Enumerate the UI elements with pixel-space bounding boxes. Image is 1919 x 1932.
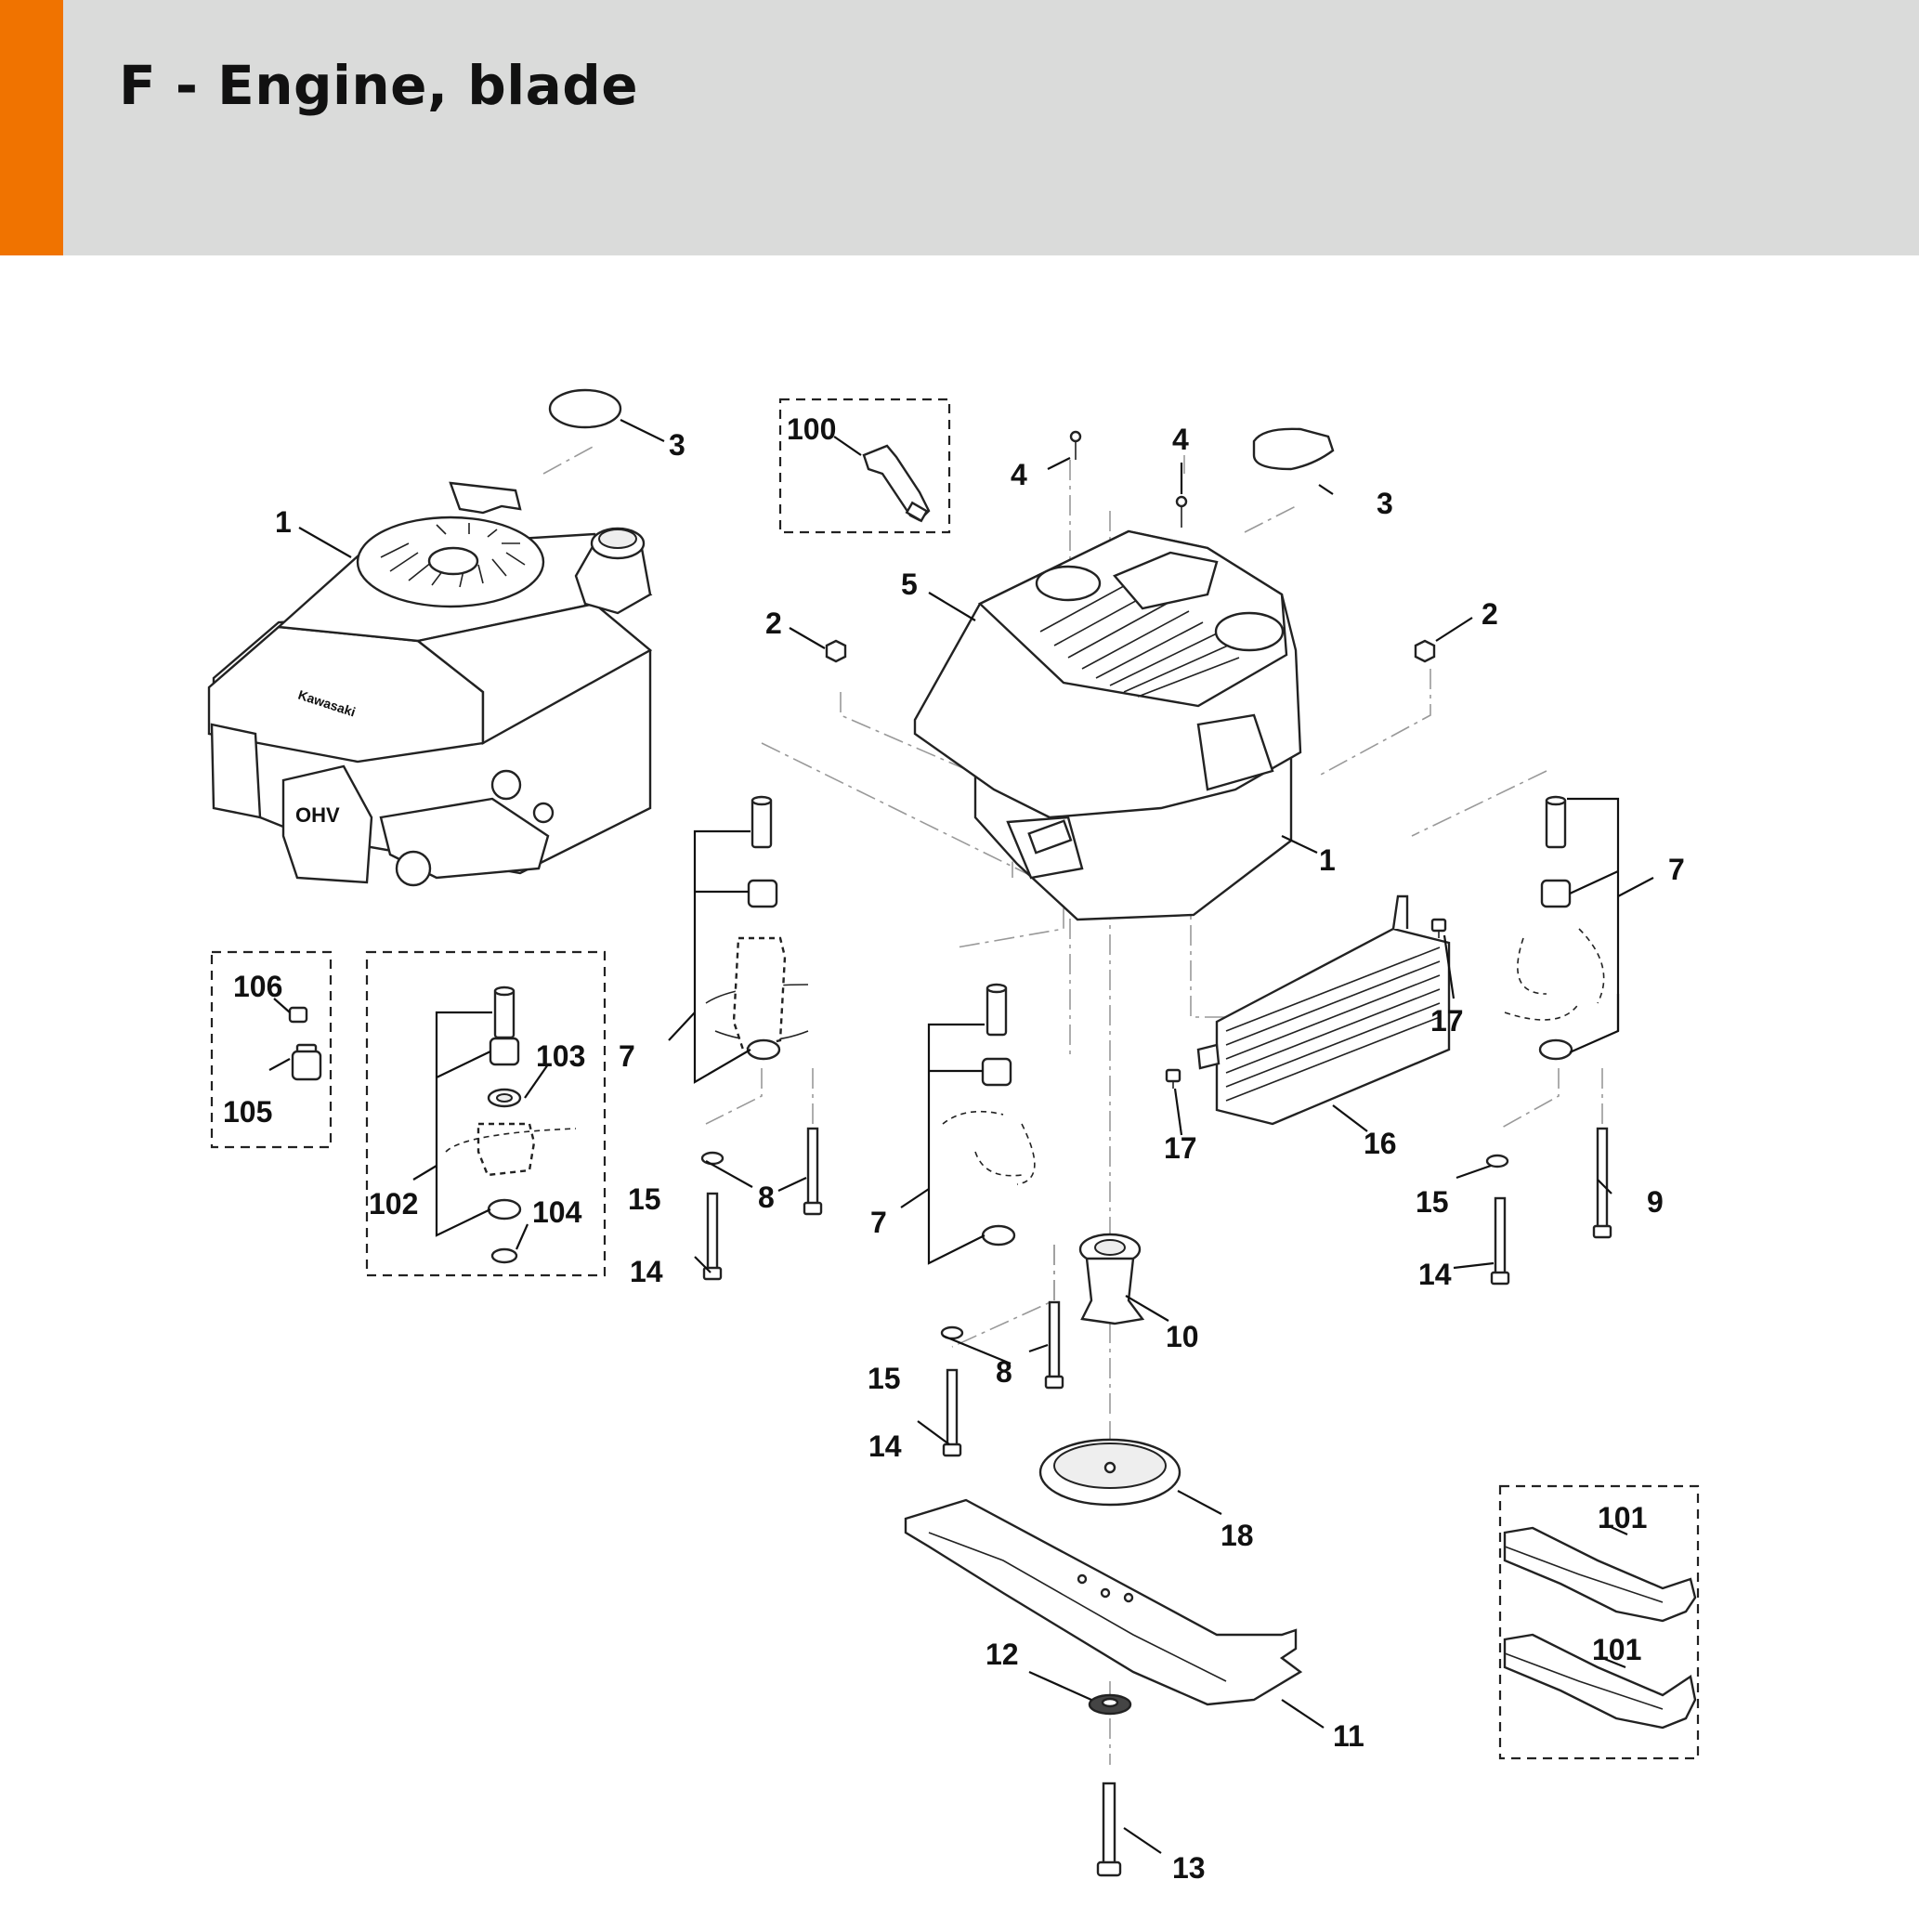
callout-14-right: 14 — [1418, 1258, 1452, 1291]
section-accent-bar — [0, 0, 63, 255]
mount-kit-102 — [445, 986, 577, 1264]
callout-18: 18 — [1221, 1519, 1254, 1552]
callout-1-left: 1 — [275, 505, 292, 539]
callout-8-left: 8 — [758, 1181, 775, 1214]
ohv-marking: OHV — [295, 803, 340, 827]
spark-plug-cap-box — [778, 398, 951, 534]
callout-15-center: 15 — [868, 1362, 901, 1395]
callout-14-center: 14 — [868, 1429, 902, 1463]
callout-7-right: 7 — [1668, 853, 1685, 886]
blade-plate — [1038, 1438, 1181, 1507]
muffler-guard — [1196, 894, 1451, 1126]
callout-7-left: 7 — [619, 1039, 635, 1073]
callout-16: 16 — [1364, 1127, 1397, 1160]
callout-8-center: 8 — [996, 1355, 1012, 1389]
callout-101-lower: 101 — [1592, 1633, 1641, 1666]
callout-11: 11 — [1333, 1719, 1364, 1753]
callout-102: 102 — [369, 1187, 418, 1221]
cap-label-right — [1252, 427, 1335, 471]
bolts — [702, 1127, 1612, 1877]
callout-103: 103 — [536, 1039, 585, 1073]
screw-4-right — [1175, 495, 1188, 528]
cap-label-left — [548, 388, 622, 429]
nut-right — [1414, 639, 1436, 663]
alt-blade-upper — [1503, 1526, 1697, 1623]
callout-10: 10 — [1166, 1320, 1199, 1353]
callout-2-left: 2 — [765, 607, 782, 640]
callout-15-left: 15 — [628, 1182, 661, 1216]
callout-15-right: 15 — [1416, 1185, 1449, 1219]
engine-assembly-right — [913, 529, 1302, 921]
callout-5: 5 — [901, 568, 918, 601]
screw-4-left — [1069, 430, 1082, 460]
washers-15 — [700, 1151, 1509, 1340]
mount-set-right — [1504, 795, 1605, 1061]
nut-left — [825, 639, 847, 663]
callout-7-center: 7 — [870, 1206, 887, 1239]
serrated-washer — [1088, 1693, 1132, 1716]
blade-adapter — [1078, 1233, 1145, 1325]
callout-17-right: 17 — [1430, 1004, 1464, 1038]
engine-assembly-left: OHV Kawasaki — [207, 481, 653, 887]
callout-106: 106 — [233, 970, 282, 1003]
alternative-blades-box — [1498, 1484, 1700, 1760]
callout-100: 100 — [787, 412, 836, 446]
callout-14-left: 14 — [630, 1255, 663, 1288]
callout-numbers: 1 1 2 2 3 3 4 4 5 7 7 7 8 8 9 10 11 12 1… — [223, 412, 1685, 1885]
callout-9: 9 — [1647, 1185, 1664, 1219]
callout-1-right: 1 — [1319, 843, 1336, 877]
fitting-105-106 — [288, 1006, 322, 1081]
callout-104: 104 — [532, 1195, 582, 1229]
screws-17 — [1165, 918, 1447, 1089]
spark-plug-cap — [862, 444, 931, 523]
header-bar: F - Engine, blade — [0, 0, 1919, 255]
fitting-kit-box — [210, 950, 333, 1149]
alt-blade-lower — [1503, 1633, 1697, 1730]
callout-4-right: 4 — [1172, 423, 1189, 456]
mount-set-left — [705, 795, 809, 1061]
page-title: F - Engine, blade — [119, 54, 639, 117]
callout-13: 13 — [1172, 1851, 1206, 1885]
callout-3-left: 3 — [669, 428, 685, 462]
callout-3-right: 3 — [1377, 487, 1393, 520]
callout-12: 12 — [986, 1638, 1019, 1671]
callout-17-left: 17 — [1164, 1131, 1197, 1165]
mounting-kit-box — [365, 950, 607, 1277]
callout-2-right: 2 — [1482, 597, 1498, 631]
leader-lines — [268, 419, 1654, 1854]
mount-set-center — [942, 983, 1036, 1247]
callout-105: 105 — [223, 1095, 272, 1129]
callout-4-left: 4 — [1011, 458, 1027, 491]
callout-101-upper: 101 — [1598, 1501, 1647, 1534]
mower-blade — [904, 1498, 1303, 1706]
